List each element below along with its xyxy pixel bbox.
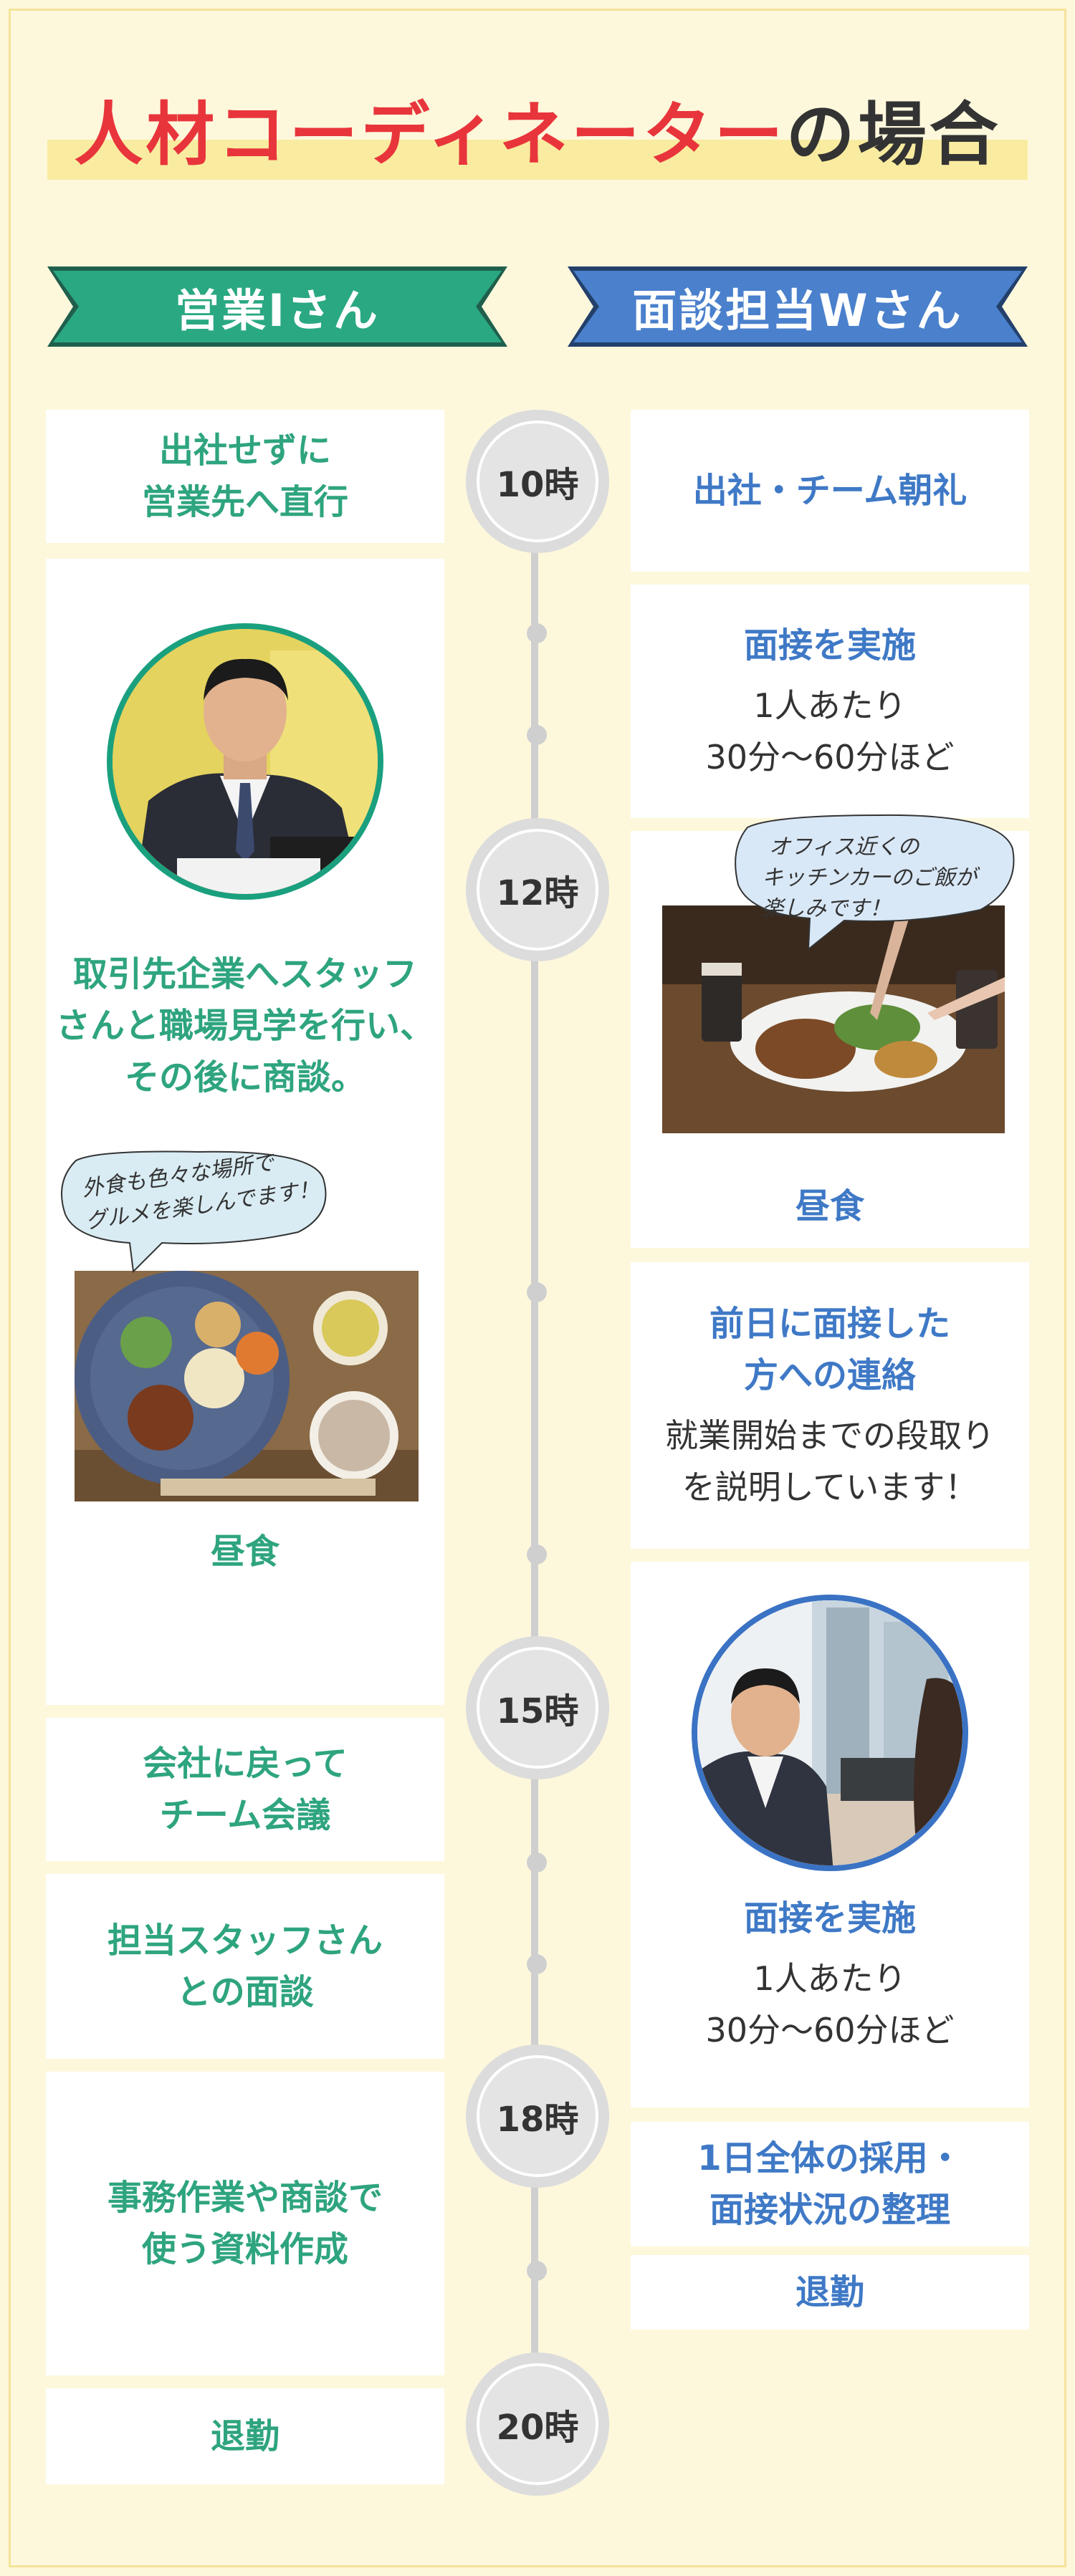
right-item-morning-meeting: 出社・チーム朝礼 (631, 410, 1029, 572)
left-column-header: 営業Iさん (43, 262, 512, 351)
right-lunch-photo (662, 905, 1005, 1133)
right-item-summary: 1日全体の採用・ 面接状況の整理 (631, 2122, 1029, 2246)
hour-marker-20: 20時 (466, 2352, 609, 2496)
bubble-text: オフィス近くの (769, 835, 920, 860)
item-text: 面接を実施 (743, 625, 916, 665)
item-text: 退勤 (210, 2416, 280, 2456)
timeline-dot (527, 1544, 547, 1565)
item-text: 出社せずに (158, 431, 331, 471)
right-column-title: 面談担当Wさん (632, 284, 963, 337)
right-item-interview-2: 面接を実施 1人あたり 30分〜60分ほど (631, 1562, 1029, 2108)
right-speech-bubble: オフィス近くの キッチンカーのご飯が 楽しみです！ (735, 814, 1015, 951)
timeline-dot (527, 2261, 547, 2281)
item-text: さんと職場見学を行い、 (55, 1006, 434, 1046)
item-text: 前日に面接した (709, 1304, 950, 1344)
right-item-interview-1: 面接を実施 1人あたり 30分〜60分ほど (631, 585, 1029, 818)
title-highlight-band (47, 140, 1028, 180)
timeline-dot (527, 1852, 547, 1873)
item-text: 会社に戻って (143, 1744, 348, 1784)
item-subtext: 1人あたり (753, 1959, 907, 1998)
right-item-follow-up: 前日に面接した 方への連絡 就業開始までの段取り を説明しています！ (631, 1262, 1029, 1549)
item-subtext: 就業開始までの段取り (665, 1416, 995, 1455)
hour-label: 10時 (477, 420, 598, 542)
bubble-text: 楽しみです！ (762, 896, 891, 921)
item-subtext: 1人あたり (753, 686, 907, 725)
item-text: 面接状況の整理 (709, 2190, 950, 2230)
hour-label: 12時 (477, 829, 598, 951)
item-text: 使う資料作成 (141, 2229, 348, 2269)
timeline-line (531, 480, 538, 2428)
item-text: 取引先企業へスタッフ (72, 954, 417, 994)
item-text: 方への連絡 (743, 1355, 916, 1395)
item-subtext: 30分〜60分ほど (705, 2011, 955, 2049)
right-lunch-label: 昼食 (795, 1186, 864, 1226)
hour-label: 18時 (477, 2055, 598, 2177)
left-item-staff-interview: 担当スタッフさん との面談 (46, 1874, 444, 2059)
left-speech-bubble: 外食も色々な場所で グルメを楽しんでます！ (61, 1150, 327, 1274)
hour-marker-18: 18時 (466, 2044, 609, 2188)
item-text: その後に商談。 (124, 1057, 366, 1097)
left-item-commute: 出社せずに 営業先へ直行 (46, 410, 444, 543)
hour-marker-10: 10時 (466, 410, 609, 553)
item-text: 1日全体の採用・ (697, 2138, 962, 2178)
timeline-dot (527, 1954, 547, 1974)
left-item-leave: 退勤 (46, 2388, 444, 2484)
hour-marker-12: 12時 (466, 818, 609, 961)
left-item-team-meeting: 会社に戻って チーム会議 (46, 1718, 444, 1861)
left-lunch-photo (75, 1271, 419, 1501)
title-highlight: 人材コーディネーター (74, 95, 786, 175)
item-text: 営業先へ直行 (141, 482, 348, 522)
sales-person-avatar (107, 623, 383, 900)
item-text: との面談 (176, 1972, 314, 2012)
item-text: 面接を実施 (743, 1898, 916, 1938)
timeline-dot (527, 725, 547, 745)
blue-ribbon-shape (568, 266, 1028, 347)
hour-label: 20時 (477, 2363, 598, 2485)
item-text: 担当スタッフさん (107, 1921, 383, 1961)
item-text: 退勤 (795, 2272, 864, 2312)
left-lunch-label: 昼食 (210, 1532, 280, 1572)
timeline-dot (527, 623, 547, 643)
interviewer-avatar (692, 1595, 968, 1871)
item-text: 事務作業や商談で (107, 2178, 383, 2218)
right-column-header: 面談担当Wさん (563, 262, 1032, 351)
hour-marker-15: 15時 (466, 1636, 609, 1779)
left-column-title: 営業Iさん (174, 284, 381, 337)
item-subtext: 30分〜60分ほど (705, 738, 955, 777)
item-text: チーム会議 (159, 1795, 331, 1835)
left-item-visit-and-lunch: 取引先企業へスタッフ さんと職場見学を行い、 その後に商談。 (46, 559, 444, 1705)
item-text: 出社・チーム朝礼 (692, 471, 968, 511)
bubble-text: キッチンカーのご飯が (762, 865, 980, 890)
left-item-paperwork: 事務作業や商談で 使う資料作成 (46, 2072, 444, 2375)
title-text: 人材コーディネーターの場合 (47, 79, 1028, 178)
hour-label: 15時 (477, 1647, 598, 1769)
timeline-dot (527, 1282, 547, 1302)
page-title: 人材コーディネーターの場合 (47, 72, 1028, 201)
right-item-leave: 退勤 (631, 2255, 1029, 2330)
green-ribbon-shape (47, 266, 507, 347)
item-subtext: を説明しています！ (682, 1468, 978, 1506)
title-rest: の場合 (785, 95, 1001, 175)
